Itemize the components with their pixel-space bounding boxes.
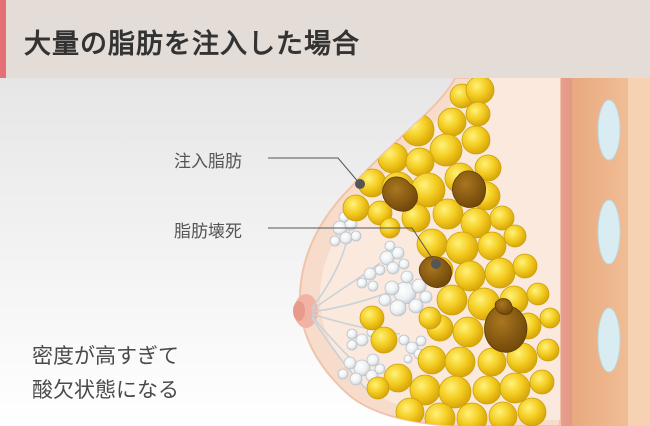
fat-necrosis-pointer-dot [431,259,441,269]
caption-line-1: 密度が高すぎて [32,344,179,368]
label-leader-lines [268,157,437,265]
caption: 密度が高すぎて 酸欠状態になる [32,339,179,407]
header: 大量の脂肪を注入した場合 [0,0,650,78]
breast-cross-section-illustration [268,78,650,426]
fat-necrosis-label: 脂肪壊死 [174,222,242,242]
injected-fat-pointer-dot [355,179,365,189]
caption-line-2: 酸欠状態になる [32,378,179,402]
fat-necrosis-areas [382,170,528,353]
page-title: 大量の脂肪を注入した場合 [24,29,360,60]
nipple [293,294,318,328]
injected-fat-globules [342,78,560,426]
header-accent-bar [0,0,6,78]
injected-fat-label: 注入脂肪 [174,152,242,172]
